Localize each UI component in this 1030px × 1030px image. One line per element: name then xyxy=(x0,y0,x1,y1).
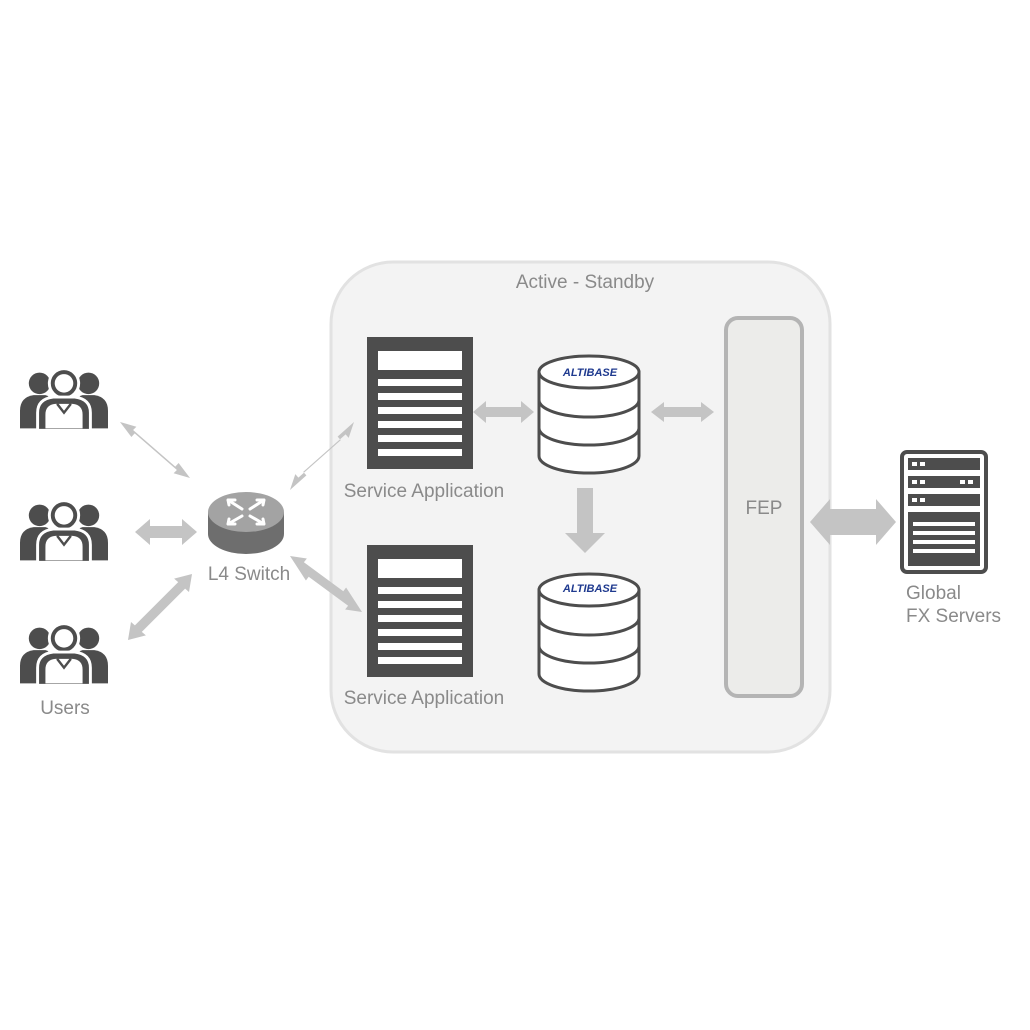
server-rack-icon xyxy=(367,545,473,677)
global-servers-label: Global FX Servers xyxy=(906,583,1001,627)
global-servers-label-line2: FX Servers xyxy=(906,606,1001,627)
global-servers-label-line1: Global xyxy=(906,583,961,604)
switch-label: L4 Switch xyxy=(208,564,290,585)
arrow-users-top-switch xyxy=(120,422,190,478)
database-brand: ALTIBASE xyxy=(562,367,618,379)
arrow-switch-service-app-bottom xyxy=(290,556,362,612)
fep-box xyxy=(724,316,804,698)
user-group-icon xyxy=(20,367,108,431)
service-app-label: Service Application xyxy=(344,481,505,502)
panel-title: Active - Standby xyxy=(516,272,655,293)
arrow-database-fep xyxy=(651,402,714,422)
arrow-users-bottom-switch xyxy=(128,574,192,640)
router-icon xyxy=(206,490,286,556)
server-rack-icon xyxy=(367,337,473,469)
user-group-icon xyxy=(20,499,108,563)
database-brand: ALTIBASE xyxy=(562,583,618,595)
users-label: Users xyxy=(40,698,90,719)
server-icon xyxy=(900,450,988,574)
arrow-switch-service-app-top xyxy=(290,422,354,490)
service-app-label: Service Application xyxy=(344,688,505,709)
arrow-fep-global-servers xyxy=(810,499,896,545)
arrow-users-middle-switch xyxy=(135,519,197,545)
fep-label: FEP xyxy=(746,498,783,519)
arrow-service-app-database xyxy=(473,401,534,423)
user-group-icon xyxy=(20,622,108,686)
arrow-database-replication xyxy=(565,488,605,553)
